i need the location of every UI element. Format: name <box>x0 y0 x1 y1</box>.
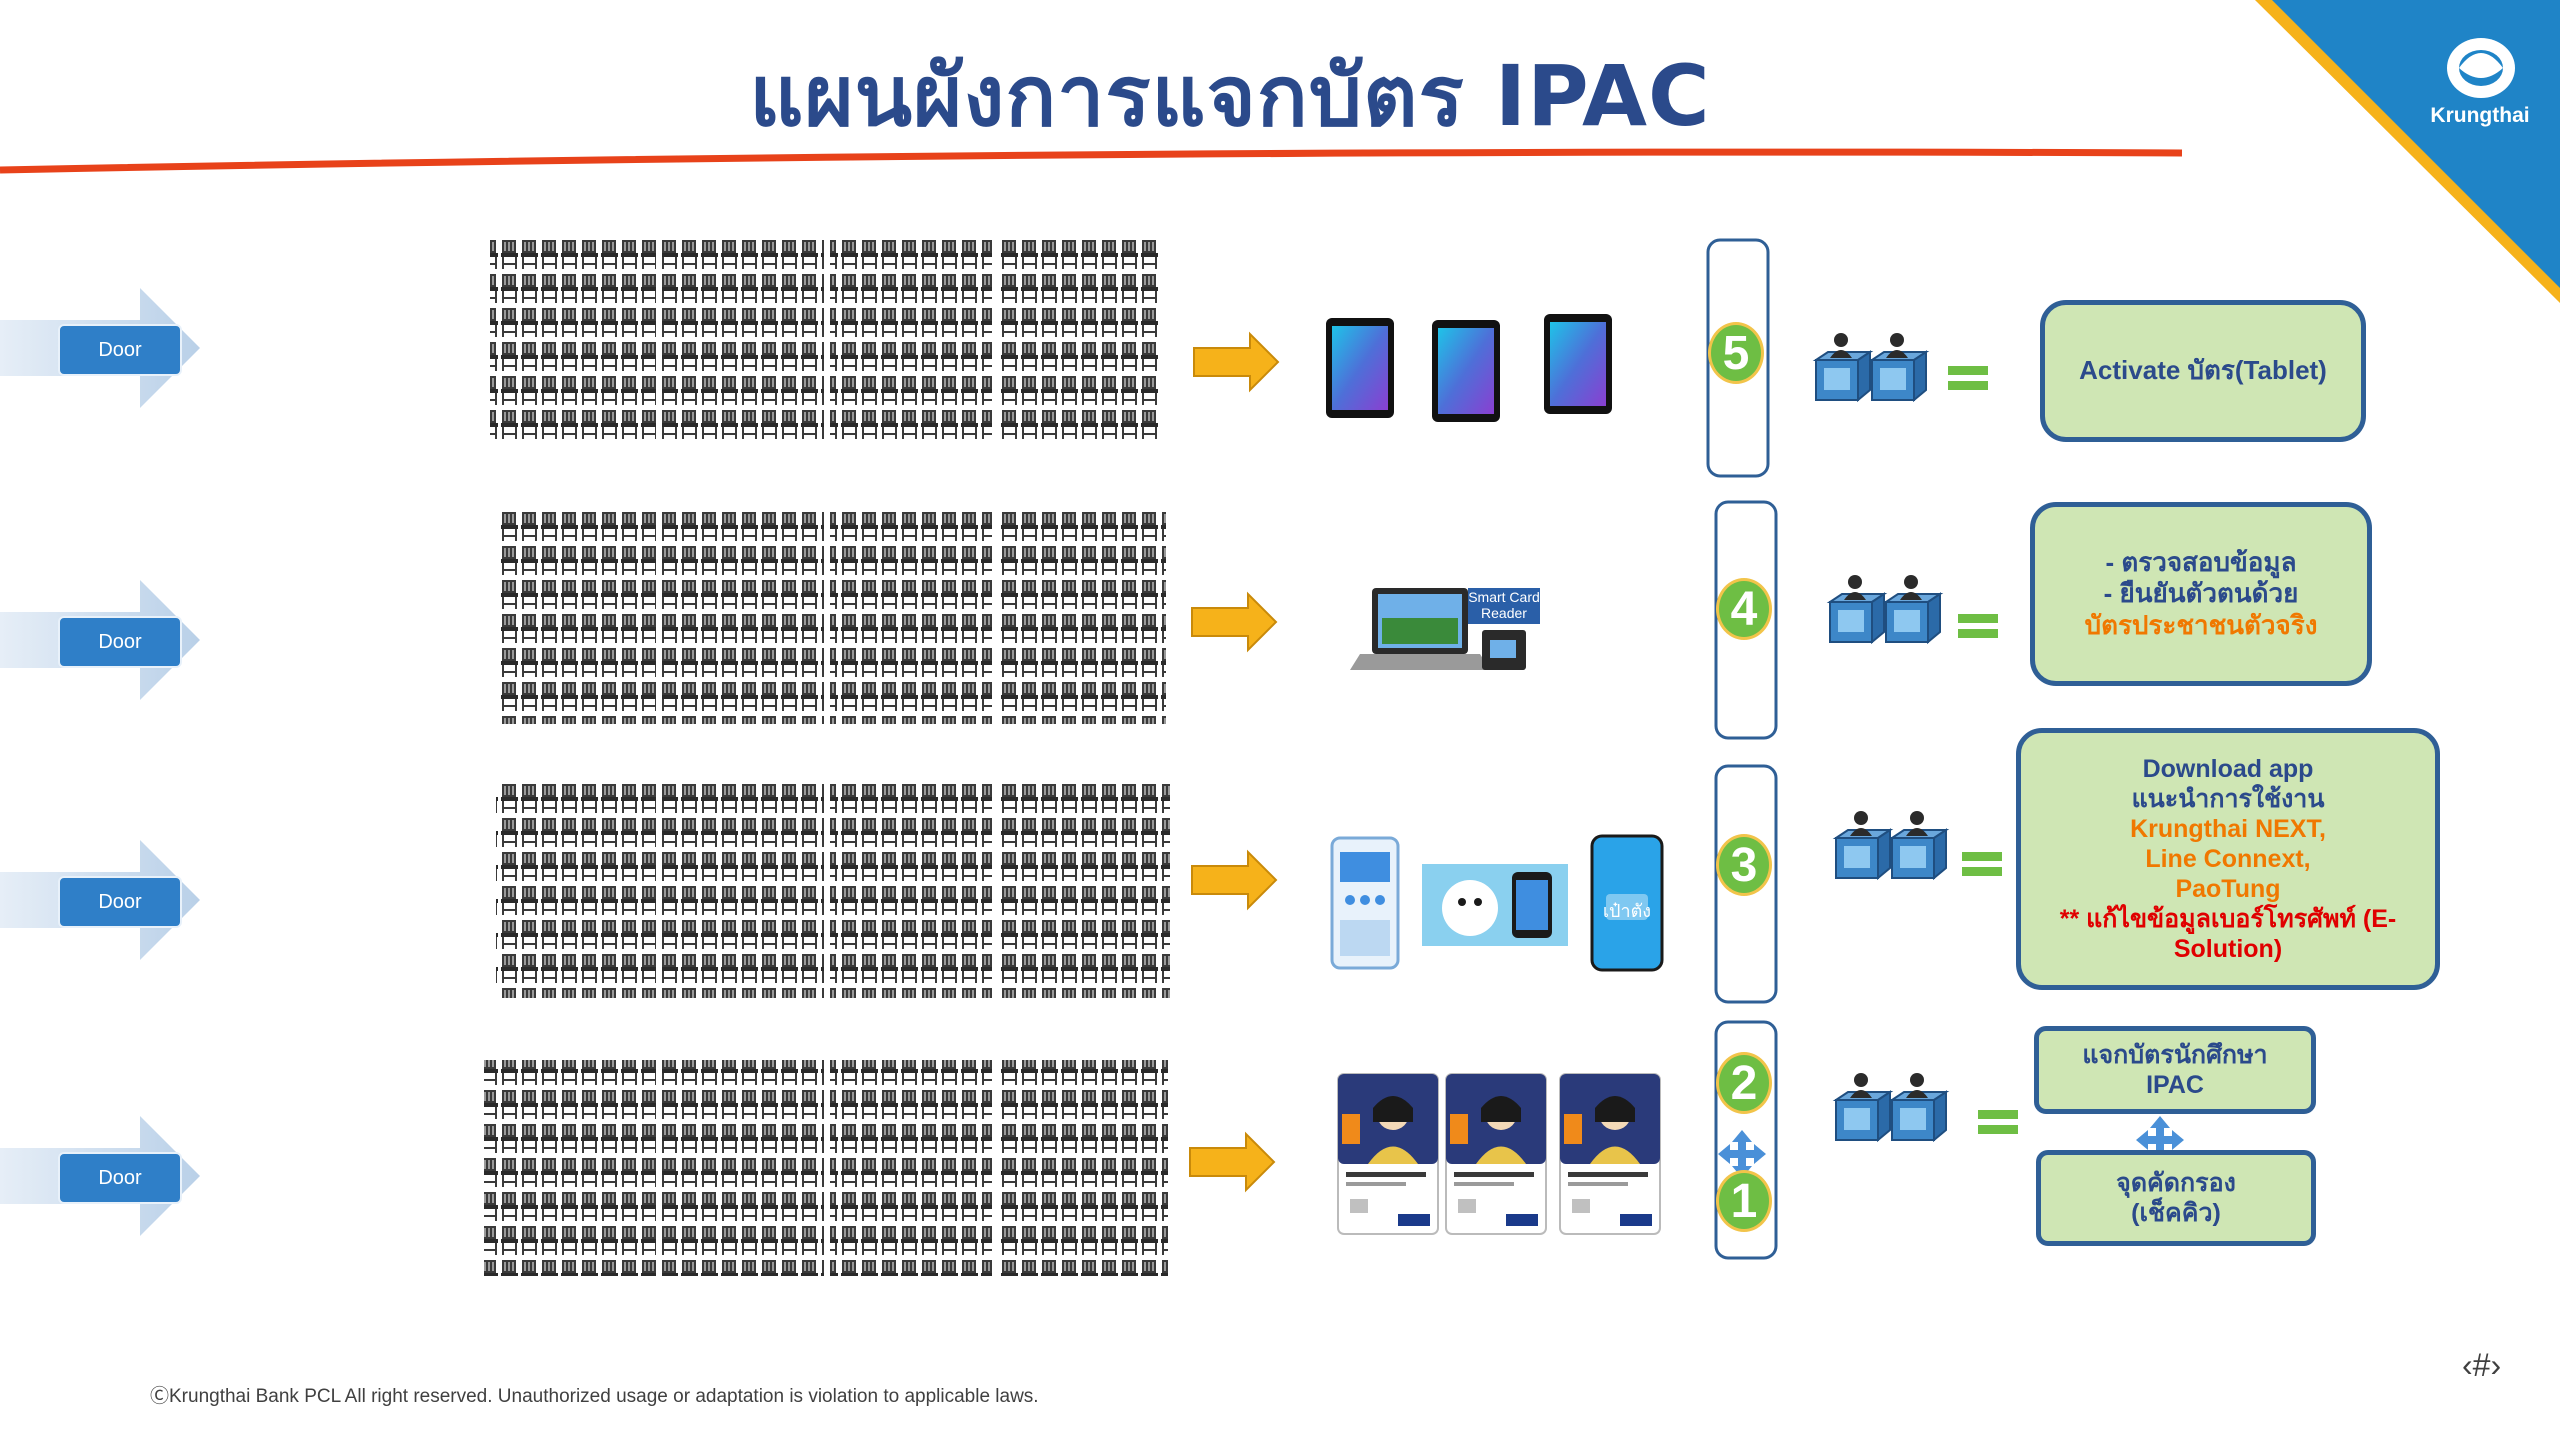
copyright-footer: ⒸKrungthai Bank PCL All right reserved. … <box>150 1386 1039 1407</box>
accent-line <box>0 148 2183 174</box>
flow-arrow <box>1189 1133 1275 1191</box>
activate-card-box: Activate บัตร(Tablet) <box>2040 300 2366 442</box>
krungthai-logo <box>2447 38 2515 98</box>
screening-box: จุดคัดกรอง (เช็คคิว) <box>2036 1150 2316 1246</box>
door-label: Door <box>58 876 182 928</box>
station-badge-3: 3 <box>1716 834 1772 896</box>
student-card-icon <box>1337 1073 1661 1235</box>
box-line: ** แก้ไขข้อมูลเบอร์โทรศัพท์ (E-Solution) <box>2059 905 2397 963</box>
staff-desk-icon <box>1835 1072 1947 1141</box>
station-badge-1: 1 <box>1716 1170 1772 1232</box>
box-line: จุดคัดกรอง <box>2116 1169 2236 1197</box>
phone-icon <box>1330 834 1664 972</box>
page-number: ‹#› <box>2462 1347 2502 1383</box>
box-line: (เช็คคิว) <box>2131 1199 2221 1227</box>
identity-check-box: - ตรวจสอบข้อมูล - ยืนยันตัวตนด้วย บัตรปร… <box>2030 502 2372 686</box>
equals-icon <box>1948 366 1988 390</box>
flow-arrow <box>1191 851 1277 909</box>
box-line: แจกบัตรนักศึกษา <box>2082 1041 2268 1069</box>
box-line: บัตรประชาชนตัวจริง <box>2084 609 2318 640</box>
box-line: Krungthai NEXT, <box>2130 815 2326 843</box>
paotang-app-label: เป๋าตัง <box>1602 901 1652 922</box>
box-line: IPAC <box>2146 1071 2204 1099</box>
station-badge-4: 4 <box>1716 578 1772 640</box>
equals-icon <box>1962 852 2002 876</box>
box-line: Line Connext, <box>2145 845 2311 873</box>
move-arrows-icon <box>1718 1130 1766 1178</box>
door-label: Door <box>58 324 182 376</box>
brand-name: Krungthai <box>2430 104 2530 127</box>
staff-desk-icon <box>1835 810 1947 879</box>
flow-arrow <box>1193 333 1279 391</box>
move-arrows-icon <box>2136 1116 2184 1164</box>
staff-desk-icon <box>1829 574 1941 643</box>
station-badge-5: 5 <box>1708 322 1764 384</box>
smart-card-reader-label: Smart Card Reader <box>1468 589 1540 621</box>
staff-desk-icon <box>1815 332 1927 401</box>
box-line: - ยืนยันตัวตนด้วย <box>2103 578 2299 609</box>
flow-arrow <box>1191 593 1277 651</box>
app-download-box: Download app แนะนำการใช้งาน Krungthai NE… <box>2016 728 2440 990</box>
box-line: Download app <box>2142 755 2314 783</box>
tablet-icon <box>1326 314 1612 422</box>
door-label: Door <box>58 616 182 668</box>
box-line: แนะนำการใช้งาน <box>2131 785 2325 813</box>
seating-area <box>484 236 1170 1276</box>
laptop-icon <box>1350 588 1540 670</box>
box-line: - ตรวจสอบข้อมูล <box>2105 547 2297 578</box>
equals-icon <box>1958 614 1998 638</box>
student-card-box: แจกบัตรนักศึกษา IPAC <box>2034 1026 2316 1114</box>
station-badge-2: 2 <box>1716 1052 1772 1114</box>
box-line: Activate บัตร(Tablet) <box>2079 355 2327 386</box>
box-line: PaoTung <box>2175 875 2281 903</box>
equals-icon <box>1978 1110 2018 1134</box>
door-label: Door <box>58 1152 182 1204</box>
page-title: แผนผังการแจกบัตร IPAC <box>749 47 1711 145</box>
